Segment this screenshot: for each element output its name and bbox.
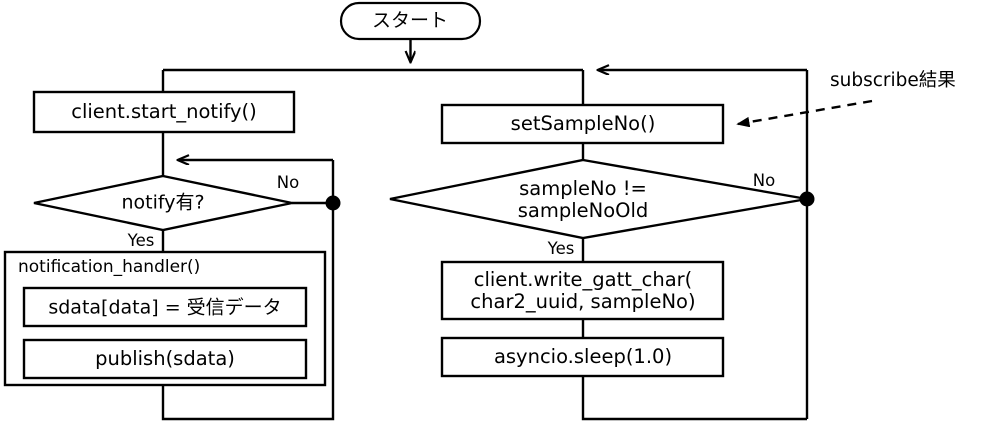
connector-subscribe-annotation [738,99,873,124]
process-sdata-assign-shape [22,286,308,328]
process-set-sample-no-shape [440,103,725,145]
process-asyncio-sleep-shape [440,336,725,378]
start-terminator-shape [339,1,482,41]
decision-notify-shape [33,174,293,232]
connector-left-loop-return [161,203,335,421]
process-publish-sdata-shape [22,338,308,380]
connector-right-loop-return [581,376,807,421]
process-write-gatt-char-shape [440,260,725,321]
decision-sample-no-shape [389,158,808,240]
process-client-start-notify-shape [32,90,296,134]
